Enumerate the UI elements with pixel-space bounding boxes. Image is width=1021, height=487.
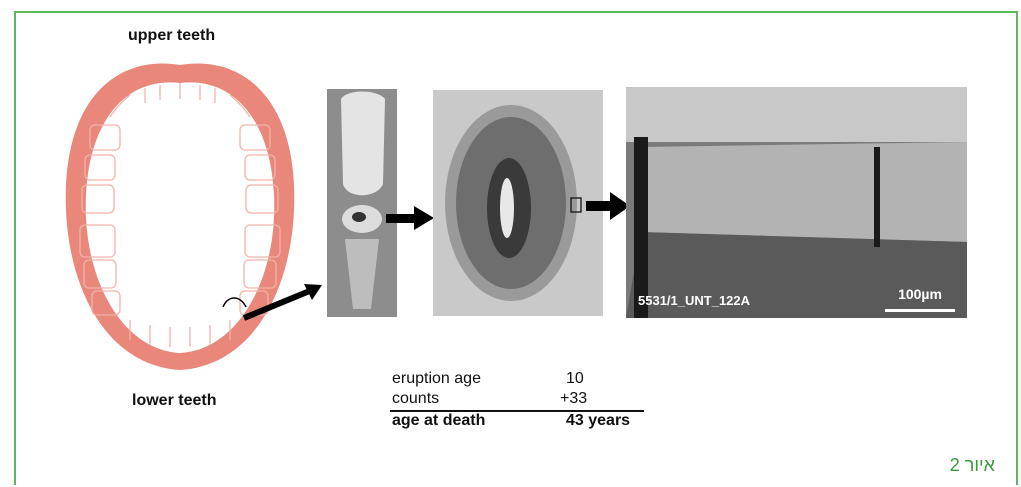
table-row: counts +33 [390, 390, 644, 410]
figure-label: איור 2 [950, 455, 995, 476]
lower-teeth-label: lower teeth [132, 392, 216, 410]
table-total-row: age at death 43 years [390, 410, 644, 434]
row-label: counts [392, 390, 439, 408]
age-table: eruption age 10 counts +33 age at death … [390, 370, 644, 434]
row-label: eruption age [392, 370, 481, 388]
row-value: +33 [560, 390, 587, 408]
dental-arch-diagram [60, 55, 300, 375]
arrow-to-micrograph [584, 191, 632, 221]
upper-teeth-label: upper teeth [128, 27, 215, 45]
micrograph-photo: 5531/1_UNT_122A 100µm [626, 87, 967, 318]
arrow-to-tooth [240, 280, 330, 325]
table-row: eruption age 10 [390, 370, 644, 390]
total-label: age at death [392, 412, 485, 430]
arrow-to-section [384, 204, 436, 232]
total-value: 43 years [566, 412, 630, 430]
scale-bar [885, 309, 955, 312]
row-value: 10 [566, 370, 584, 388]
tooth-photo [327, 89, 397, 317]
cross-section-photo [433, 90, 603, 316]
sample-id: 5531/1_UNT_122A [638, 293, 750, 308]
cross-section-image [433, 90, 603, 316]
micrograph-image [626, 87, 967, 318]
tooth-image [327, 89, 397, 317]
scale-label: 100µm [885, 286, 955, 302]
